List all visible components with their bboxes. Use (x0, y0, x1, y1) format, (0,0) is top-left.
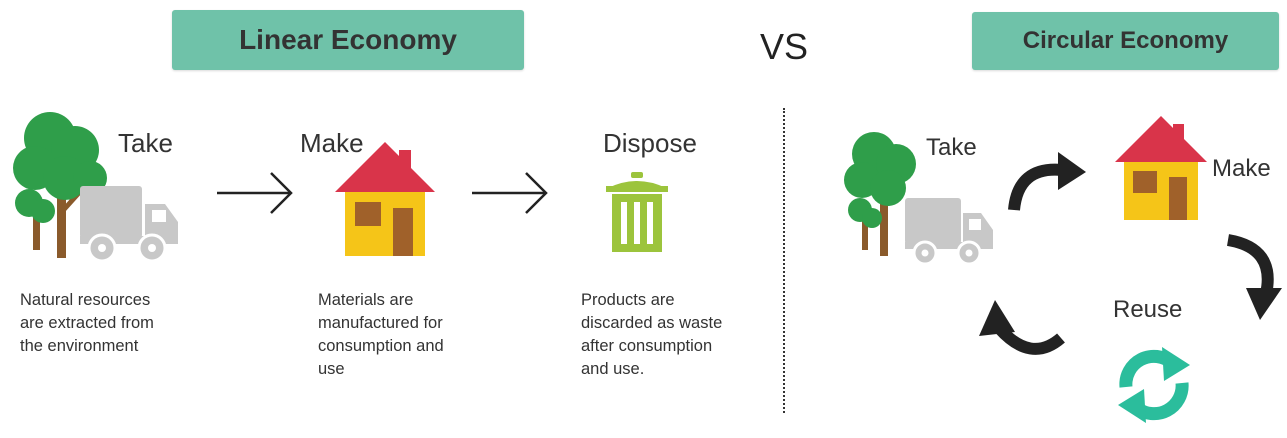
linear-make-caption: Materials are manufactured for consumpti… (318, 289, 444, 381)
caption-line: Products are (581, 291, 675, 309)
caption-line: Natural resources (20, 291, 151, 309)
recycle-icon (1118, 347, 1190, 423)
caption-line: use (318, 360, 345, 378)
caption-line: and use. (581, 360, 645, 378)
linear-dispose-caption: Products are discarded as waste after co… (581, 289, 722, 381)
linear-economy-banner: Linear Economy (172, 10, 524, 70)
house-icon (1115, 116, 1207, 220)
caption-line: discarded as waste (581, 314, 723, 332)
caption-line: are extracted from (20, 314, 154, 332)
linear-make-label: Make (300, 128, 364, 158)
dotted-divider (783, 108, 785, 413)
caption-line: consumption and (318, 337, 444, 355)
tree-icon (13, 112, 107, 258)
truck-icon (905, 198, 993, 266)
caption-line: the environment (20, 337, 139, 355)
caption-line: Materials are (318, 291, 414, 309)
linear-take-caption: Natural resources are extracted from the… (20, 289, 154, 358)
arrow-right-icon (472, 172, 548, 214)
caption-line: after consumption (581, 337, 713, 355)
curved-arrow-icon (979, 300, 1065, 355)
curved-arrow-icon (1226, 234, 1282, 320)
arrow-right-icon (217, 172, 293, 214)
linear-dispose-label: Dispose (603, 128, 697, 158)
vs-label: VS (760, 26, 809, 67)
truck-icon (80, 186, 178, 263)
curved-arrow-icon (1008, 152, 1086, 211)
house-icon (335, 142, 435, 256)
linear-economy-title: Linear Economy (239, 24, 457, 55)
trash-bin-icon (606, 172, 668, 252)
circular-reuse-label: Reuse (1113, 296, 1183, 323)
circular-take-label: Take (926, 134, 977, 161)
caption-line: manufactured for (318, 314, 443, 332)
linear-take-label: Take (118, 128, 173, 158)
circular-make-label: Make (1212, 155, 1271, 182)
circular-economy-title: Circular Economy (1022, 27, 1229, 54)
tree-icon (844, 132, 916, 256)
circular-economy-banner: Circular Economy (972, 12, 1279, 70)
